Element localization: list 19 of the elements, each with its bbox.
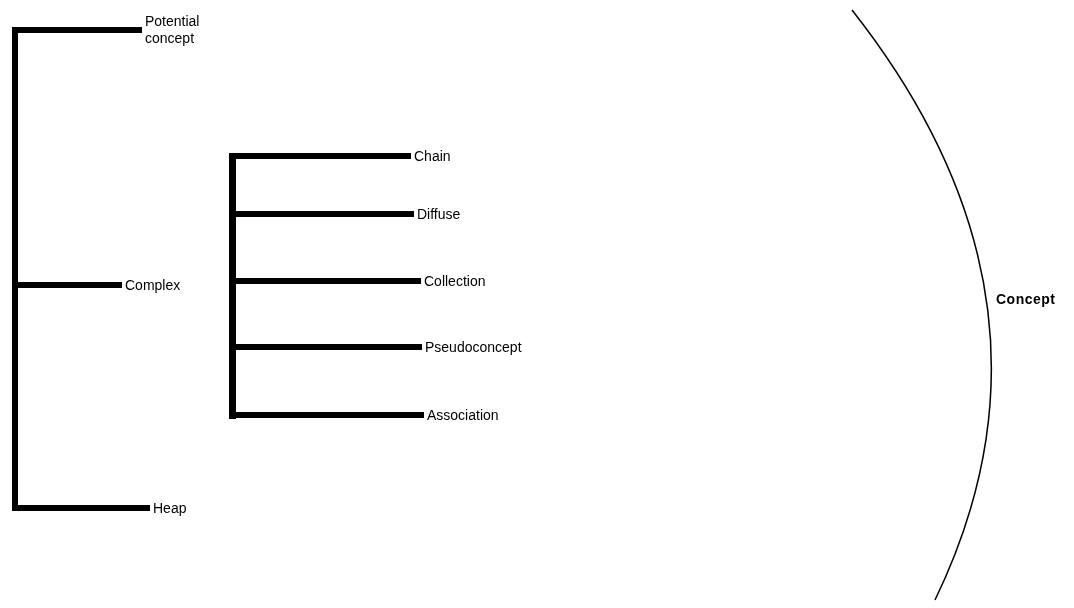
node-label: Complex	[122, 276, 181, 294]
label-text: Concept	[996, 291, 1056, 307]
bracket-arm	[236, 153, 411, 159]
node-label: Association	[424, 406, 499, 424]
bracket-arm	[18, 505, 150, 511]
bracket-arm	[236, 211, 414, 217]
node-label: Diffuse	[414, 205, 461, 223]
node-label: Chain	[411, 147, 451, 165]
node-label: Heap	[150, 499, 187, 517]
bracket-arm	[18, 282, 122, 288]
node-label: Potential concept	[142, 13, 225, 47]
bracket-arm	[236, 412, 424, 418]
node-label: Pseudoconcept	[422, 338, 522, 356]
bracket-bar	[12, 27, 18, 511]
bracket-arm	[236, 344, 422, 350]
bracket-bar	[229, 153, 236, 419]
node-label: Collection	[421, 272, 486, 290]
bracket-arm	[236, 278, 421, 284]
bracket-arm	[18, 27, 142, 33]
